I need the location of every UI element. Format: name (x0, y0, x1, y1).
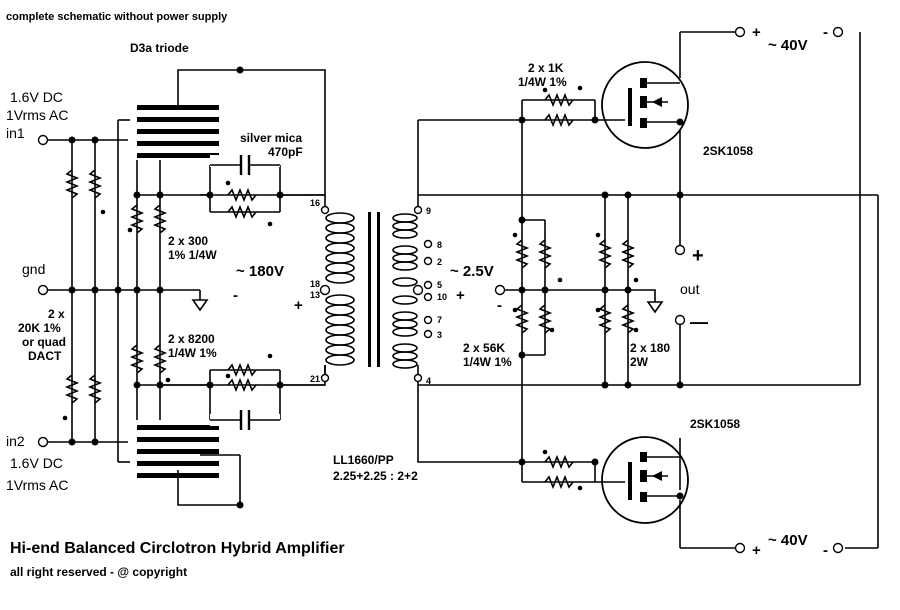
primary-minus: - (233, 287, 238, 304)
ground-symbol-left (191, 299, 209, 312)
cathode-res-value: 2 x 300 (168, 234, 208, 248)
transformer-ratio: 2.25+2.25 : 2+2 (333, 469, 418, 483)
secondary-minus: - (497, 297, 502, 314)
tube-label: D3a triode (130, 41, 189, 55)
pin-7: 7 (437, 315, 442, 325)
fb-res-value: 2 x 8200 (168, 332, 215, 346)
pin-18: 18 (310, 279, 320, 289)
capacitor-top (210, 155, 280, 175)
primary-winding (325, 212, 355, 366)
rail-bottom-plus: + (752, 542, 761, 559)
bias-res-alt2: DACT (28, 349, 62, 363)
ground-symbol-right (646, 301, 664, 314)
out-plus: + (692, 245, 704, 267)
header-note: complete schematic without power supply (6, 11, 228, 23)
mosfet-top-label: 2SK1058 (703, 144, 753, 158)
pin-21: 21 (310, 374, 320, 384)
footer-title: Hi-end Balanced Circlotron Hybrid Amplif… (10, 540, 345, 557)
gnd-terminal (37, 284, 49, 296)
mosfet-bottom (601, 436, 689, 524)
transformer-model: LL1660/PP (333, 453, 394, 467)
in2-label: in2 (6, 433, 25, 449)
gate-res-value: 2 x 1K (528, 61, 564, 75)
out-minus-terminal (674, 314, 686, 326)
pin-2: 2 (437, 257, 442, 267)
load-res-spec: 2W (630, 355, 649, 369)
bias-res-alt1: or quad (22, 335, 66, 349)
pin-4: 4 (426, 376, 431, 386)
footer-copyright: all right reserved - @ copyright (10, 565, 187, 579)
in1-terminal (37, 134, 49, 146)
pin-9: 9 (426, 206, 431, 216)
div-res-value: 2 x 56K (463, 341, 505, 355)
mica-value: 470pF (268, 145, 303, 159)
bias-res-qty: 2 x (48, 307, 65, 321)
rail-bottom-voltage: ~ 40V (768, 532, 808, 549)
mica-type: silver mica (240, 131, 302, 145)
load-res-value: 2 x 180 (630, 341, 670, 355)
in1-signal: 1Vrms AC (6, 107, 69, 123)
gate-res-spec: 1/4W 1% (518, 75, 567, 89)
in1-label: in1 (6, 125, 25, 141)
pin-5: 5 (437, 280, 442, 290)
pin-16: 16 (310, 198, 320, 208)
secondary-voltage: ~ 2.5V (450, 263, 494, 280)
in1-voltage: 1.6V DC (10, 89, 63, 105)
gnd-label: gnd (22, 261, 45, 277)
pin-10: 10 (437, 292, 447, 302)
fb-res-spec: 1/4W 1% (168, 346, 217, 360)
triode-top (137, 105, 219, 158)
pin-8: 8 (437, 240, 442, 250)
rail-top-plus: + (752, 24, 761, 41)
output-transformer (325, 212, 433, 369)
pin-13: 13 (310, 290, 320, 300)
triode-bottom (137, 425, 219, 478)
capacitor-bottom (210, 410, 280, 430)
junction-dots (62, 66, 684, 509)
out-label: out (680, 281, 700, 297)
rail-bottom-minus: - (823, 542, 828, 559)
rail-top-minus: - (823, 24, 828, 41)
in2-signal: 1Vrms AC (6, 477, 69, 493)
secondary-plus: + (456, 287, 465, 304)
div-res-spec: 1/4W 1% (463, 355, 512, 369)
pin-3: 3 (437, 330, 442, 340)
mosfet-top (601, 61, 689, 149)
in2-terminal (37, 436, 49, 448)
secondary-winding (392, 213, 418, 369)
rail-top-voltage: ~ 40V (768, 37, 808, 54)
out-plus-terminal (674, 244, 686, 256)
primary-voltage: ~ 180V (236, 263, 284, 280)
resistors (64, 92, 636, 490)
bias-res-value: 20K 1% (18, 321, 61, 335)
cathode-res-spec: 1% 1/4W (168, 248, 217, 262)
terminals (37, 26, 844, 554)
primary-plus: + (294, 297, 303, 314)
out-minus: — (690, 312, 708, 332)
in2-voltage: 1.6V DC (10, 455, 63, 471)
mosfet-bottom-label: 2SK1058 (690, 417, 740, 431)
